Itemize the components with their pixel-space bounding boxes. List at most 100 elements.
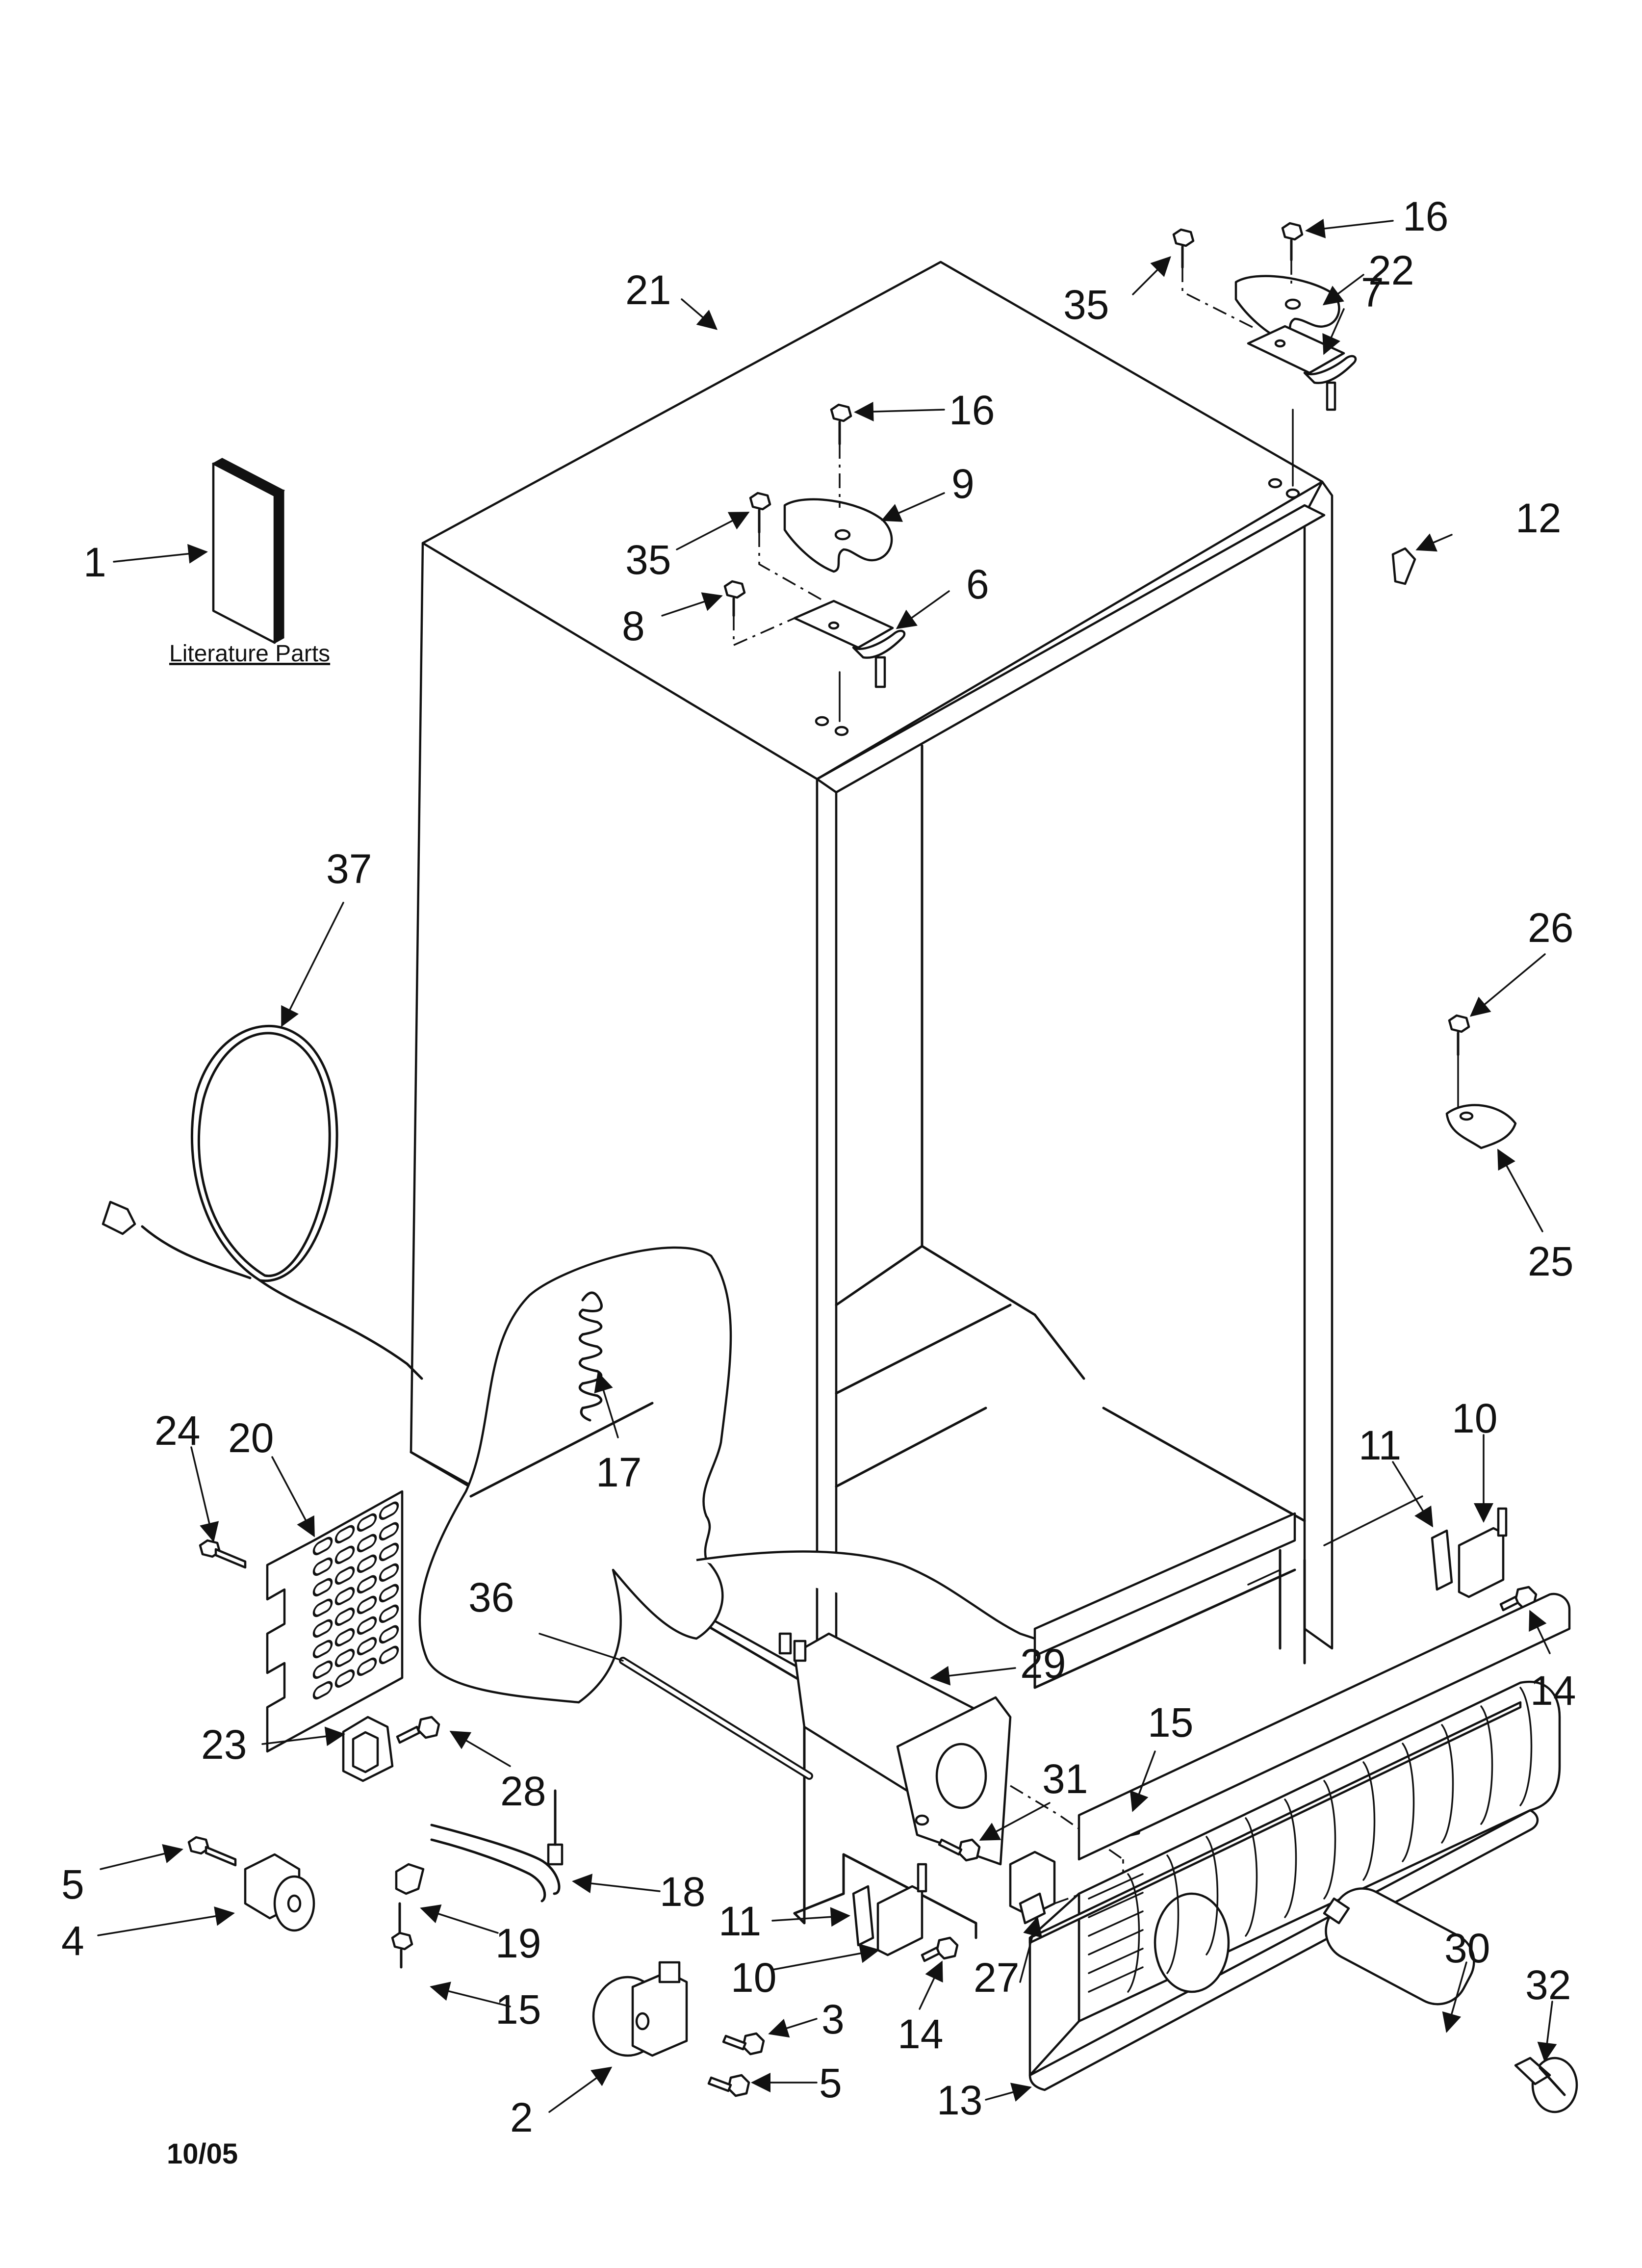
bracket-part-23 bbox=[342, 1716, 394, 1782]
vent-slot bbox=[379, 1501, 399, 1520]
screw-part-31 bbox=[938, 1838, 981, 1862]
hinge-part-10-lower bbox=[876, 1863, 927, 1956]
callout-17: 17 bbox=[596, 1449, 641, 1495]
date-code: 10/05 bbox=[167, 2138, 238, 2170]
grille-slot bbox=[1088, 1892, 1144, 1918]
screw-part-16a bbox=[830, 403, 852, 445]
callout-23: 23 bbox=[201, 1721, 247, 1768]
vent-slot bbox=[357, 1513, 377, 1532]
screw-part-8 bbox=[723, 580, 746, 617]
hinge-bracket-part bbox=[793, 600, 906, 688]
callout-30: 30 bbox=[1444, 1925, 1490, 1971]
filter-housing-part-29 bbox=[778, 1632, 1012, 1866]
vent-slot bbox=[334, 1525, 355, 1544]
vent-slot bbox=[357, 1657, 377, 1676]
grille-slot bbox=[1166, 1854, 1180, 1974]
callout-24: 24 bbox=[154, 1408, 200, 1454]
screw-part-5a bbox=[187, 1836, 237, 1867]
grille-slot bbox=[1088, 1966, 1144, 1993]
callout-19: 19 bbox=[495, 1920, 541, 1966]
base-grille-part-13 bbox=[1028, 1592, 1571, 2091]
vent-slot bbox=[312, 1640, 333, 1659]
rod-part-36 bbox=[619, 1657, 813, 1780]
callout-5-left: 5 bbox=[61, 1861, 84, 1907]
screw-part-16b bbox=[1281, 222, 1304, 261]
screw-part-24 bbox=[199, 1539, 247, 1569]
vent-slot bbox=[334, 1607, 355, 1626]
grille-slot bbox=[1284, 1799, 1297, 1918]
callout-15-left: 15 bbox=[495, 1986, 541, 2033]
callout-29: 29 bbox=[1020, 1641, 1066, 1687]
vent-slot bbox=[312, 1537, 333, 1556]
hinge-part-10-right bbox=[1458, 1507, 1508, 1598]
grille-slot bbox=[1402, 1743, 1415, 1862]
grille-slot bbox=[1088, 1873, 1144, 1900]
roller-part-4 bbox=[244, 1853, 315, 1932]
callout-35-upper: 35 bbox=[1063, 282, 1109, 328]
literature-booklet bbox=[211, 458, 285, 644]
grille-slot bbox=[1362, 1761, 1376, 1881]
callout-4: 4 bbox=[61, 1918, 84, 1964]
grille-slot bbox=[1323, 1780, 1336, 1900]
leader-arrows bbox=[97, 219, 1557, 2113]
water-line-coil bbox=[102, 1025, 423, 1380]
callout-3: 3 bbox=[821, 1996, 845, 2042]
literature-parts-label: Literature Parts bbox=[169, 641, 330, 667]
callout-36: 36 bbox=[468, 1574, 514, 1620]
vent-slot bbox=[379, 1584, 399, 1603]
callout-labels: 1 21 35 16 22 7 16 9 12 35 6 8 Literatur… bbox=[61, 193, 1576, 2170]
vent-slot bbox=[334, 1628, 355, 1647]
screw-part-35b bbox=[1172, 228, 1195, 269]
callout-16-middle: 16 bbox=[949, 387, 995, 433]
vent-slot bbox=[379, 1542, 399, 1562]
cutaway-view bbox=[418, 1246, 1035, 1704]
callout-21: 21 bbox=[625, 267, 671, 313]
callout-18: 18 bbox=[660, 1869, 705, 1915]
callout-5-lower: 5 bbox=[819, 2060, 842, 2106]
vent-slot bbox=[379, 1625, 399, 1644]
callout-15-right: 15 bbox=[1148, 1699, 1193, 1746]
bracket-part-25 bbox=[1445, 1104, 1517, 1149]
grille-slot bbox=[1519, 1687, 1533, 1806]
vent-slot bbox=[379, 1563, 399, 1582]
vent-slot bbox=[357, 1637, 377, 1656]
callout-11-lower: 11 bbox=[718, 1898, 761, 1944]
vent-slot bbox=[312, 1681, 333, 1700]
vent-slot bbox=[357, 1595, 377, 1615]
callout-25: 25 bbox=[1528, 1238, 1573, 1284]
screw-part-3 bbox=[722, 2032, 765, 2056]
water-tube-part-18 bbox=[430, 1789, 564, 1903]
vent-slot bbox=[334, 1669, 355, 1688]
grille-slot bbox=[1088, 1948, 1144, 1974]
vent-slot bbox=[379, 1604, 399, 1623]
vent-slot bbox=[334, 1566, 355, 1585]
callout-26: 26 bbox=[1528, 905, 1573, 951]
grille-slot bbox=[1088, 1910, 1144, 1937]
roller-part-2 bbox=[592, 1961, 688, 2057]
callout-8: 8 bbox=[622, 603, 645, 649]
vent-slot bbox=[334, 1587, 355, 1606]
water-filter-part-30 bbox=[1323, 1887, 1475, 2006]
callout-12: 12 bbox=[1515, 495, 1561, 541]
hinge-bracket-part-upper bbox=[1247, 325, 1357, 411]
screw-part-26 bbox=[1448, 1014, 1470, 1056]
hinge-part-11-lower bbox=[852, 1885, 874, 1947]
vent-slot bbox=[357, 1554, 377, 1573]
vent-slot bbox=[312, 1598, 333, 1617]
switch-part-27 bbox=[1009, 1851, 1056, 1925]
hinge-cover-part bbox=[783, 498, 893, 573]
callout-7: 7 bbox=[1361, 269, 1384, 315]
callout-1: 1 bbox=[83, 539, 106, 585]
vent-slot bbox=[357, 1534, 377, 1553]
callout-31: 31 bbox=[1042, 1756, 1088, 1802]
vent-slot bbox=[379, 1522, 399, 1541]
grille-slot bbox=[1088, 1929, 1144, 1955]
callout-14-lower: 14 bbox=[898, 2011, 943, 2057]
callout-10-lower: 10 bbox=[731, 1955, 776, 2001]
screw-part-28 bbox=[396, 1716, 440, 1744]
callout-13: 13 bbox=[937, 2077, 982, 2123]
callout-28: 28 bbox=[500, 1768, 546, 1814]
vent-slot bbox=[312, 1557, 333, 1576]
grille-slot bbox=[1127, 1873, 1140, 1993]
vent-slot bbox=[357, 1575, 377, 1594]
